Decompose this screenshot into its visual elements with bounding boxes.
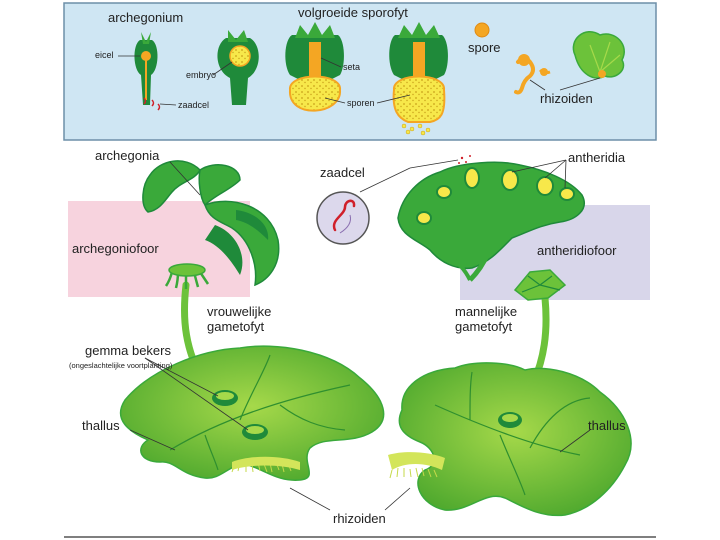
seta-stalk (309, 42, 321, 82)
antheridium-2 (464, 167, 480, 189)
male-thallus (398, 362, 632, 517)
gemma-cup-2 (242, 424, 268, 440)
label-rhizoiden-main: rhizoiden (333, 511, 386, 526)
sporophyte-drawing-1 (285, 22, 344, 112)
gemma-cup-3 (498, 412, 522, 428)
label-eicel: eicel (95, 50, 114, 60)
label-spore: spore (468, 40, 501, 55)
antheridiophore-head (513, 269, 567, 301)
spore-capsule (288, 75, 342, 112)
label-antheridia: antheridia (568, 150, 626, 165)
male-thallus-veins (434, 371, 591, 496)
label-thallus-right: thallus (588, 418, 626, 433)
male-rhizoids (389, 467, 438, 479)
label-vrouwelijke-gametofyt: gametofyt (207, 319, 264, 334)
label-volgroeide-sporofyt: volgroeide sporofyt (298, 5, 408, 20)
label-zaadcel-top: zaadcel (178, 100, 209, 110)
label-mannelijke: mannelijke (455, 304, 517, 319)
label-antheridiofoor: antheridiofoor (537, 243, 617, 258)
label-archegoniofoor: archegoniofoor (72, 241, 159, 256)
sperm-cells-small (143, 97, 161, 111)
germinating-spore-drawing (514, 54, 551, 95)
label-archegonia: archegonia (95, 148, 160, 163)
sperm-cell-zoom (316, 191, 370, 245)
embryo-drawing (217, 30, 259, 105)
label-gemma-bekers: gemma bekers (85, 343, 171, 358)
spore-drawing (474, 22, 490, 38)
antheridium-5 (559, 187, 575, 201)
label-gemma-note: (ongeslachtelijke voortplanting) (69, 361, 173, 370)
top-rhizoid-pointers (529, 77, 601, 91)
label-mannelijke-gametofyt: gametofyt (455, 319, 512, 334)
released-sperm (458, 155, 471, 164)
label-zaadcel-main: zaadcel (320, 165, 365, 180)
label-sporen: sporen (347, 98, 375, 108)
top-panel (63, 2, 657, 141)
archegonium-drawing (134, 32, 158, 105)
antheridium-1 (436, 185, 452, 199)
antheridium-6 (416, 211, 432, 225)
antheridium-4 (536, 176, 554, 196)
archegonia-section (142, 160, 280, 287)
sporophyte-drawing-2 (389, 22, 448, 136)
gemma-cup-1 (212, 390, 238, 406)
label-archegonium: archegonium (108, 10, 183, 25)
label-thallus-left: thallus (82, 418, 120, 433)
label-rhizoiden-top: rhizoiden (540, 91, 593, 106)
pointer-lines (129, 159, 591, 511)
label-vrouwelijke: vrouwelijke (207, 304, 271, 319)
label-seta: seta (343, 62, 360, 72)
female-thallus-veins (169, 354, 351, 471)
egg-cell (141, 51, 151, 61)
embryo (229, 45, 251, 67)
young-thallus-drawing (572, 31, 625, 79)
archegoniophore-head (164, 263, 210, 289)
antheridium-3 (501, 169, 519, 191)
label-embryo: embryo (186, 70, 216, 80)
